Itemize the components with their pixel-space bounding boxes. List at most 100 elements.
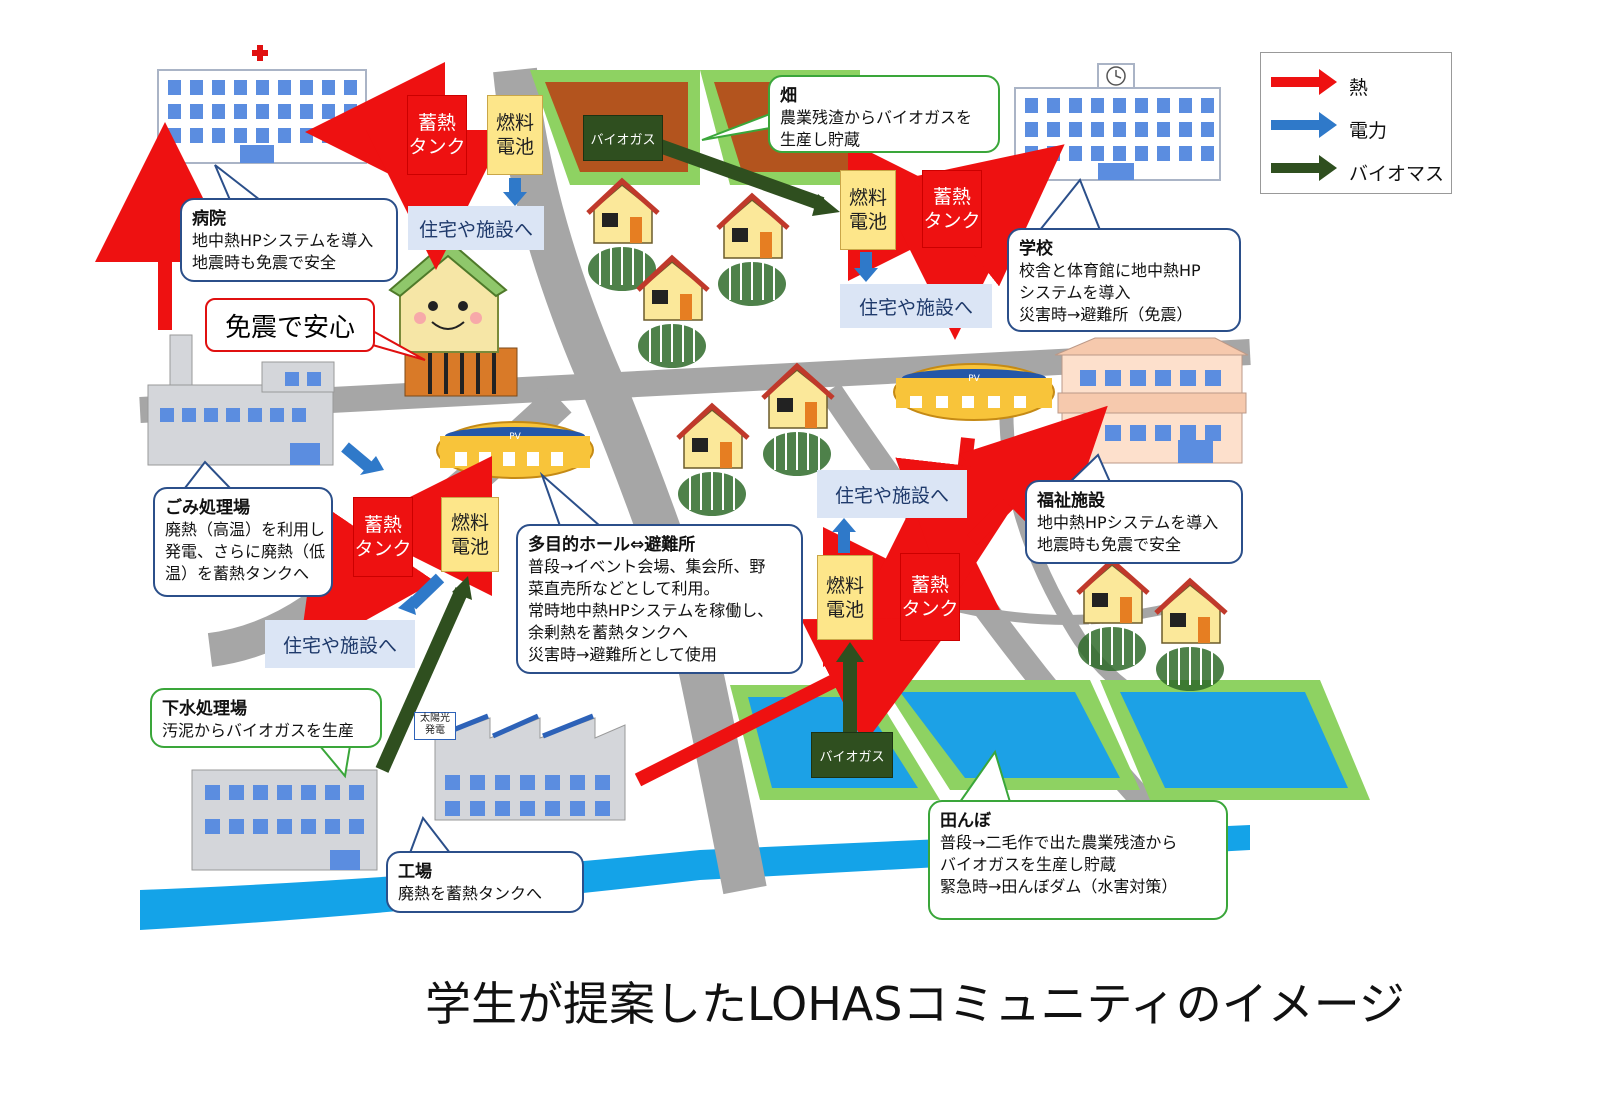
window (349, 819, 364, 834)
legend-biomass: バイオマス (1261, 151, 1451, 191)
callout-garbage-plant: ごみ処理場 廃熱（高温）を利用し 発電、さらに廃熱（低 温）を蓄熱タンクへ (153, 487, 333, 597)
window (1047, 122, 1060, 137)
window (1135, 146, 1148, 161)
callout-line: 廃熱を蓄熱タンクへ (398, 884, 543, 903)
callout-school: 学校 校舎と体育館に地中熱HP システムを導入 災害時→避難所（免震） (1007, 228, 1241, 332)
window (160, 408, 174, 422)
heat-arrow-icon (1271, 69, 1337, 95)
window (168, 128, 181, 143)
window (301, 785, 316, 800)
window (1113, 98, 1126, 113)
callout-line: 災害時→避難所として使用 (528, 645, 717, 664)
window (545, 775, 560, 790)
window (277, 785, 292, 800)
window (1157, 98, 1170, 113)
window (300, 80, 313, 95)
window (204, 408, 218, 422)
window (277, 819, 292, 834)
callout-sewage-plant: 下水処理場 汚泥からバイオガスを生産 (150, 688, 382, 748)
pv-hall-dome: PV (436, 421, 594, 479)
callout-line: 農業残渣からバイオガスを (780, 108, 973, 127)
window (1069, 122, 1082, 137)
house-roof (636, 254, 710, 292)
window (551, 452, 563, 466)
house-roof (676, 402, 750, 440)
window (190, 128, 203, 143)
heat-storage-tank: 蓄熱 タンク (900, 553, 960, 641)
window (1113, 122, 1126, 137)
house (1076, 557, 1150, 671)
window (570, 775, 585, 790)
legend-heat: 熱 (1261, 65, 1451, 105)
callout-title: 学校 (1019, 239, 1053, 259)
callout-line: 温）を蓄熱タンクへ (165, 564, 310, 583)
fuel-cell: 燃料 電池 (487, 95, 543, 175)
fuel-cell: 燃料 電池 (840, 170, 896, 250)
biomass-arrows (375, 139, 857, 773)
callout-line: 緊急時→田んぼダム（水害対策） (940, 877, 1178, 896)
window (520, 775, 535, 790)
window (1047, 146, 1060, 161)
window (322, 80, 335, 95)
destination-label: 住宅や施設へ (408, 206, 544, 250)
houses (586, 177, 1228, 691)
callout-line: 常時地中熱HPシステムを稼働し、 (528, 601, 774, 620)
callout-title: 多目的ホール⇔避難所 (528, 535, 696, 555)
callout-field: 畑 農業残渣からバイオガスを 生産し貯蔵 (768, 75, 1000, 153)
window (570, 801, 585, 816)
window (1113, 146, 1126, 161)
house-door (760, 232, 772, 258)
callout-line: 校舎と体育館に地中熱HP (1019, 261, 1201, 280)
heat-storage-tank: 蓄熱 タンク (353, 497, 413, 577)
window (1205, 370, 1221, 386)
callout-line: 発電、さらに廃熱（低 (165, 542, 326, 561)
callout-title: ごみ処理場 (165, 498, 250, 518)
callout-title: 病院 (192, 209, 226, 229)
heat-storage-tank: 蓄熱 タンク (407, 95, 467, 175)
destination-label: 住宅や施設へ (265, 620, 415, 668)
callout-line: 普段→イベント会場、集会所、野 (528, 557, 766, 576)
window (1205, 425, 1221, 441)
callout-line: システムを導入 (1019, 283, 1131, 302)
window (212, 80, 225, 95)
callout-title: 畑 (780, 86, 797, 106)
legend-power: 電力 (1261, 108, 1451, 148)
window (1025, 122, 1038, 137)
factory-windows (445, 775, 610, 816)
window (248, 408, 262, 422)
window (168, 104, 181, 119)
garbage-plant-windows (160, 372, 321, 422)
window (1091, 122, 1104, 137)
window (226, 408, 240, 422)
window (285, 372, 299, 386)
callout-rice-paddy: 田んぼ 普段→二毛作で出た農業残渣から バイオガスを生産し貯蔵 緊急時→田んぼダ… (928, 800, 1228, 920)
house (636, 254, 710, 368)
callout-line: 地中熱HPシステムを導入 (1037, 513, 1219, 532)
house-mascot (388, 238, 508, 353)
window (253, 819, 268, 834)
window (234, 128, 247, 143)
house-window (732, 228, 748, 242)
house-window (692, 438, 708, 452)
window (278, 80, 291, 95)
house-roof (1154, 577, 1228, 615)
house-roof (586, 177, 660, 215)
garbage-plant-building (147, 334, 335, 466)
house-roof (716, 192, 790, 230)
window (1014, 396, 1026, 408)
house-roof (761, 362, 835, 400)
window (1180, 425, 1196, 441)
biomass-arrowheads (452, 194, 864, 662)
callout-title: 工場 (398, 862, 432, 882)
window (1080, 370, 1096, 386)
window (234, 104, 247, 119)
house-window (1092, 593, 1108, 607)
callout-title: 福祉施設 (1037, 491, 1105, 511)
window (256, 104, 269, 119)
ground-heat-unit (404, 347, 518, 397)
window (349, 785, 364, 800)
house-door (1198, 617, 1210, 643)
window (495, 775, 510, 790)
fuel-cell: 燃料 電池 (441, 497, 499, 572)
window (1130, 370, 1146, 386)
